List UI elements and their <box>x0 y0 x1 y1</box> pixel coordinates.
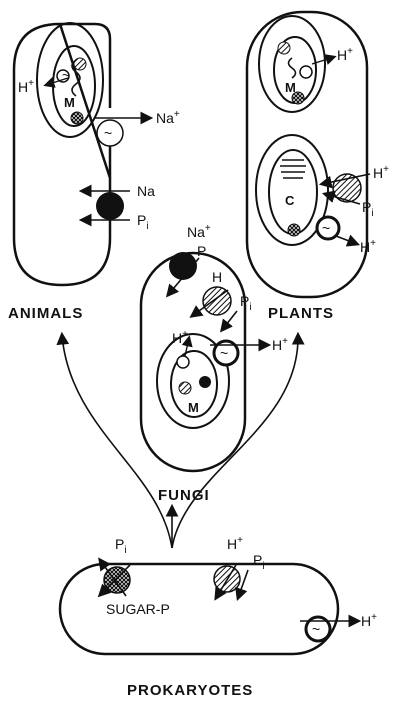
animal-mito-tilde: ~ <box>62 67 70 83</box>
fungi-p: P <box>197 243 206 259</box>
svg-text:H+: H+ <box>272 336 288 353</box>
fungal-cell: M H+ Na+ P H Pi ~ H+ <box>141 223 288 471</box>
plant-h-out: H <box>360 239 370 255</box>
svg-text:Pi: Pi <box>115 536 127 556</box>
group-animals: ANIMALS <box>8 305 83 322</box>
plant-pi: P <box>362 199 371 215</box>
group-prokaryotes: PROKARYOTES <box>127 682 253 699</box>
animal-pump-tilde: ~ <box>104 125 112 141</box>
svg-text:Pi: Pi <box>253 552 265 572</box>
animal-pi: P <box>137 212 146 228</box>
svg-text:H+: H+ <box>337 46 353 63</box>
svg-text:H+: H+ <box>360 238 376 255</box>
fungi-h-out: H <box>272 337 282 353</box>
prok-pump-tilde: ~ <box>312 621 320 637</box>
prokaryote-cell: Pi SUGAR-P H+ Pi ~ H+ <box>60 535 377 654</box>
svg-text:H+: H+ <box>172 329 188 346</box>
fungi-na-plus: Na <box>187 224 205 240</box>
plant-mito-label: M <box>285 80 296 95</box>
prok-h-out: H <box>361 613 371 629</box>
plant-pump-tilde: ~ <box>322 220 330 236</box>
svg-text:H+: H+ <box>373 164 389 181</box>
prok-pi-2: P <box>253 552 262 568</box>
fungi-pi: P <box>240 293 249 309</box>
plant-mito-h: H <box>337 47 347 63</box>
fungi-mito-h: H <box>172 330 182 346</box>
fungi-pump-tilde: ~ <box>220 345 228 361</box>
prok-h: H <box>227 536 237 552</box>
plant-h-in: H <box>373 165 383 181</box>
svg-text:H+: H+ <box>18 78 34 95</box>
fungi-h: H <box>212 269 222 285</box>
animal-cell: ~ M H+ ~ Na+ Na Pi <box>14 23 180 285</box>
prok-pi: P <box>115 536 124 552</box>
svg-text:Na+: Na+ <box>156 109 180 126</box>
animal-mito-label: M <box>64 95 75 110</box>
svg-text:Pi: Pi <box>137 212 149 232</box>
svg-text:H+: H+ <box>227 535 243 552</box>
prok-sugar-p: SUGAR-P <box>106 601 170 617</box>
svg-text:H+: H+ <box>361 612 377 629</box>
plant-cell: M H+ C H+ Pi ~ H+ <box>247 12 389 297</box>
group-plants: PLANTS <box>268 305 334 322</box>
animal-na-plus: Na <box>156 110 174 126</box>
fungi-mito-label: M <box>188 400 199 415</box>
animal-na: Na <box>137 183 155 199</box>
svg-text:Na+: Na+ <box>187 223 211 240</box>
animal-mito-h: H <box>18 79 28 95</box>
plant-chloro-label: C <box>285 193 295 208</box>
